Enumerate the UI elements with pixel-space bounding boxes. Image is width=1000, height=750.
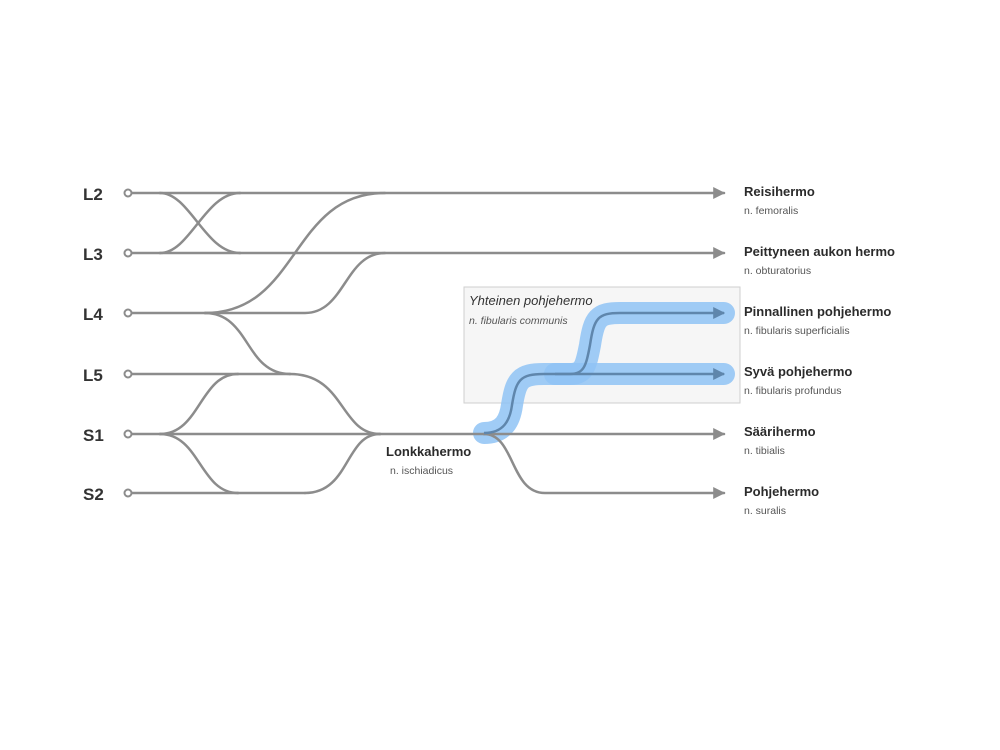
nerve-label-deep-fibular: Syvä pohjehermo [744,364,852,379]
nerve-latin-superficial-fibular: n. fibularis superficialis [744,325,850,337]
root-node-l3 [123,248,133,258]
nerve-latin-deep-fibular: n. fibularis profundus [744,385,841,397]
root-node-s1 [123,429,133,439]
sciatic-label: Lonkkahermo [386,444,471,459]
sciatic-latin: n. ischiadicus [390,465,453,477]
nerve-lines [126,187,726,499]
root-label-l3: L3 [83,245,103,264]
nerve-label-femoral: Reisihermo [744,184,815,199]
nerve-latin-tibial: n. tibialis [744,445,785,457]
sural-trunk [482,432,726,499]
nerve-label-obturator: Peittyneen aukon hermo [744,244,895,259]
root-label-l2: L2 [83,185,103,204]
root-label-s1: S1 [83,426,104,445]
root-node-l4 [123,308,133,318]
root-label-s2: S2 [83,485,104,504]
root-node-l2 [123,188,133,198]
root-nodes [123,188,133,498]
common-fibular-latin: n. fibularis communis [469,315,568,327]
root-label-l5: L5 [83,366,103,385]
root-label-l4: L4 [83,305,103,324]
common-fibular-label: Yhteinen pohjehermo [469,293,593,308]
nerve-label-tibial: Säärihermo [744,424,816,439]
nerve-latin-obturator: n. obturatorius [744,265,811,277]
root-node-l5 [123,369,133,379]
nerve-latin-femoral: n. femoralis [744,205,798,217]
nerve-latin-sural: n. suralis [744,505,786,517]
nerve-label-sural: Pohjehermo [744,484,819,499]
nerve-label-superficial-fibular: Pinnallinen pohjehermo [744,304,891,319]
root-node-s2 [123,488,133,498]
